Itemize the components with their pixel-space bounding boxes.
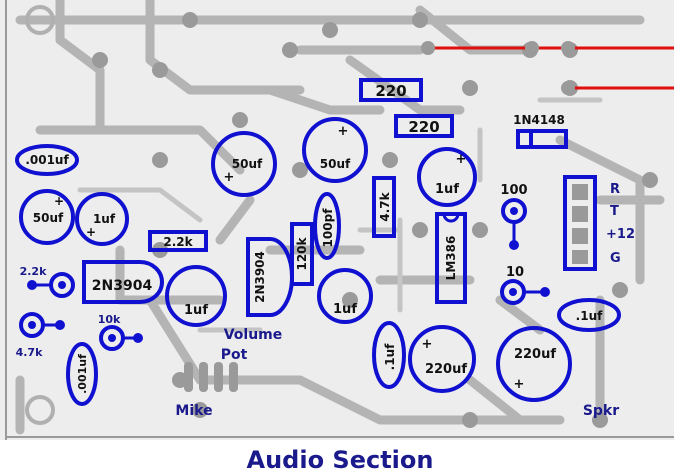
cap-1uf-left-outline [75, 192, 129, 246]
transistor-2n3904-left-outline [82, 260, 164, 304]
label-pad-10k: 10k [98, 313, 121, 326]
ic-lm386-outline [435, 212, 467, 304]
svg-text:+: + [54, 194, 64, 208]
label-connector-12: +12 [606, 227, 635, 242]
label-2n3904-center: 2N3904 [253, 251, 267, 303]
cap-220uf-left-outline [408, 325, 476, 393]
label-1uf-low-center: 1uf [333, 302, 357, 317]
polarity-marks: + + + + + + + [54, 124, 524, 392]
label-pad-4-7k: 4.7k [16, 346, 43, 359]
svg-text:+: + [422, 337, 433, 352]
label-1uf-low-left: 1uf [184, 303, 208, 318]
resistor-2-2k-outline [148, 230, 208, 252]
label-2n3904-left: 2N3904 [92, 278, 153, 294]
diagram-title: Audio Section [247, 446, 434, 474]
label-1uf-left: 1uf [93, 212, 116, 226]
resistor-120k-outline [290, 222, 314, 286]
label-connector-r: R [610, 182, 620, 197]
mike-pads [184, 362, 238, 392]
cap-1uf-low-left-outline [165, 265, 227, 327]
wire-pads [421, 41, 575, 95]
ic-notch [442, 213, 460, 223]
cap-1uf-center-right-outline [417, 147, 477, 207]
label-1uf-center-right: 1uf [435, 182, 459, 197]
label-pad-2-2k: 2.2k [20, 265, 47, 278]
svg-text:+: + [224, 170, 235, 185]
connector-block-outline [563, 175, 597, 271]
resistor-220-top-outline [359, 78, 423, 102]
cap-1uf-low-center-outline [317, 268, 373, 324]
label-220-top: 220 [375, 82, 406, 100]
label-10: 10 [506, 265, 524, 280]
label-pot: Pot [221, 347, 248, 363]
label-connector-g: G [610, 251, 621, 266]
label-220uf-left: 220uf [425, 362, 467, 377]
svg-text:+: + [338, 124, 349, 139]
label-spkr: Spkr [583, 403, 619, 419]
label-50uf-center-left: 50uf [232, 157, 263, 171]
label-120k: 120k [295, 236, 309, 270]
label-001uf-bottom: .001uf [76, 354, 89, 394]
cap-50uf-center-left-outline [211, 131, 277, 197]
label-volume: Volume [224, 327, 283, 343]
cap-50uf-center-right-outline [302, 117, 368, 183]
cap-100pf-outline [313, 192, 341, 260]
label-100: 100 [500, 183, 527, 198]
resistor-220-mid-outline [394, 114, 454, 138]
label-50uf-center-right: 50uf [320, 157, 351, 171]
cap-001uf-left-outline [15, 144, 79, 176]
component-small-pads [27, 207, 550, 343]
label-1n4148: 1N4148 [513, 113, 565, 127]
svg-text:+: + [456, 152, 467, 167]
label-mike: Mike [175, 403, 212, 419]
diode-1n4148-outline [516, 129, 568, 149]
label-4-7k-vertical: 4.7k [378, 191, 392, 221]
label-1uf-right: .1uf [576, 309, 603, 323]
label-220uf-right: 220uf [514, 347, 556, 362]
connector-pads [572, 184, 588, 264]
svg-text:+: + [86, 225, 96, 239]
svg-text:+: + [514, 377, 525, 392]
label-lm386: LM386 [444, 236, 458, 281]
mounting-hole [25, 5, 55, 35]
label-50uf-left: 50uf [33, 211, 64, 225]
label-2-2k-horizontal: 2.2k [163, 235, 193, 249]
label-001uf-left: .001uf [25, 153, 69, 167]
transistor-2n3904-center-outline [246, 237, 294, 317]
label-100pf: 100pf [321, 208, 335, 248]
label-connector-t: T [610, 204, 619, 219]
cap-1uf-vertical-outline [372, 321, 406, 389]
red-wires [428, 46, 674, 90]
resistor-4-7k-outline [372, 176, 396, 238]
label-220-mid: 220 [408, 118, 439, 136]
cap-001uf-bottom-outline [66, 342, 98, 406]
cap-1uf-right-outline [557, 298, 621, 332]
mounting-hole [25, 395, 55, 425]
cap-50uf-left-outline [19, 189, 75, 245]
cap-220uf-right-outline [496, 326, 572, 402]
label-1uf-vertical: .1uf [383, 343, 397, 370]
